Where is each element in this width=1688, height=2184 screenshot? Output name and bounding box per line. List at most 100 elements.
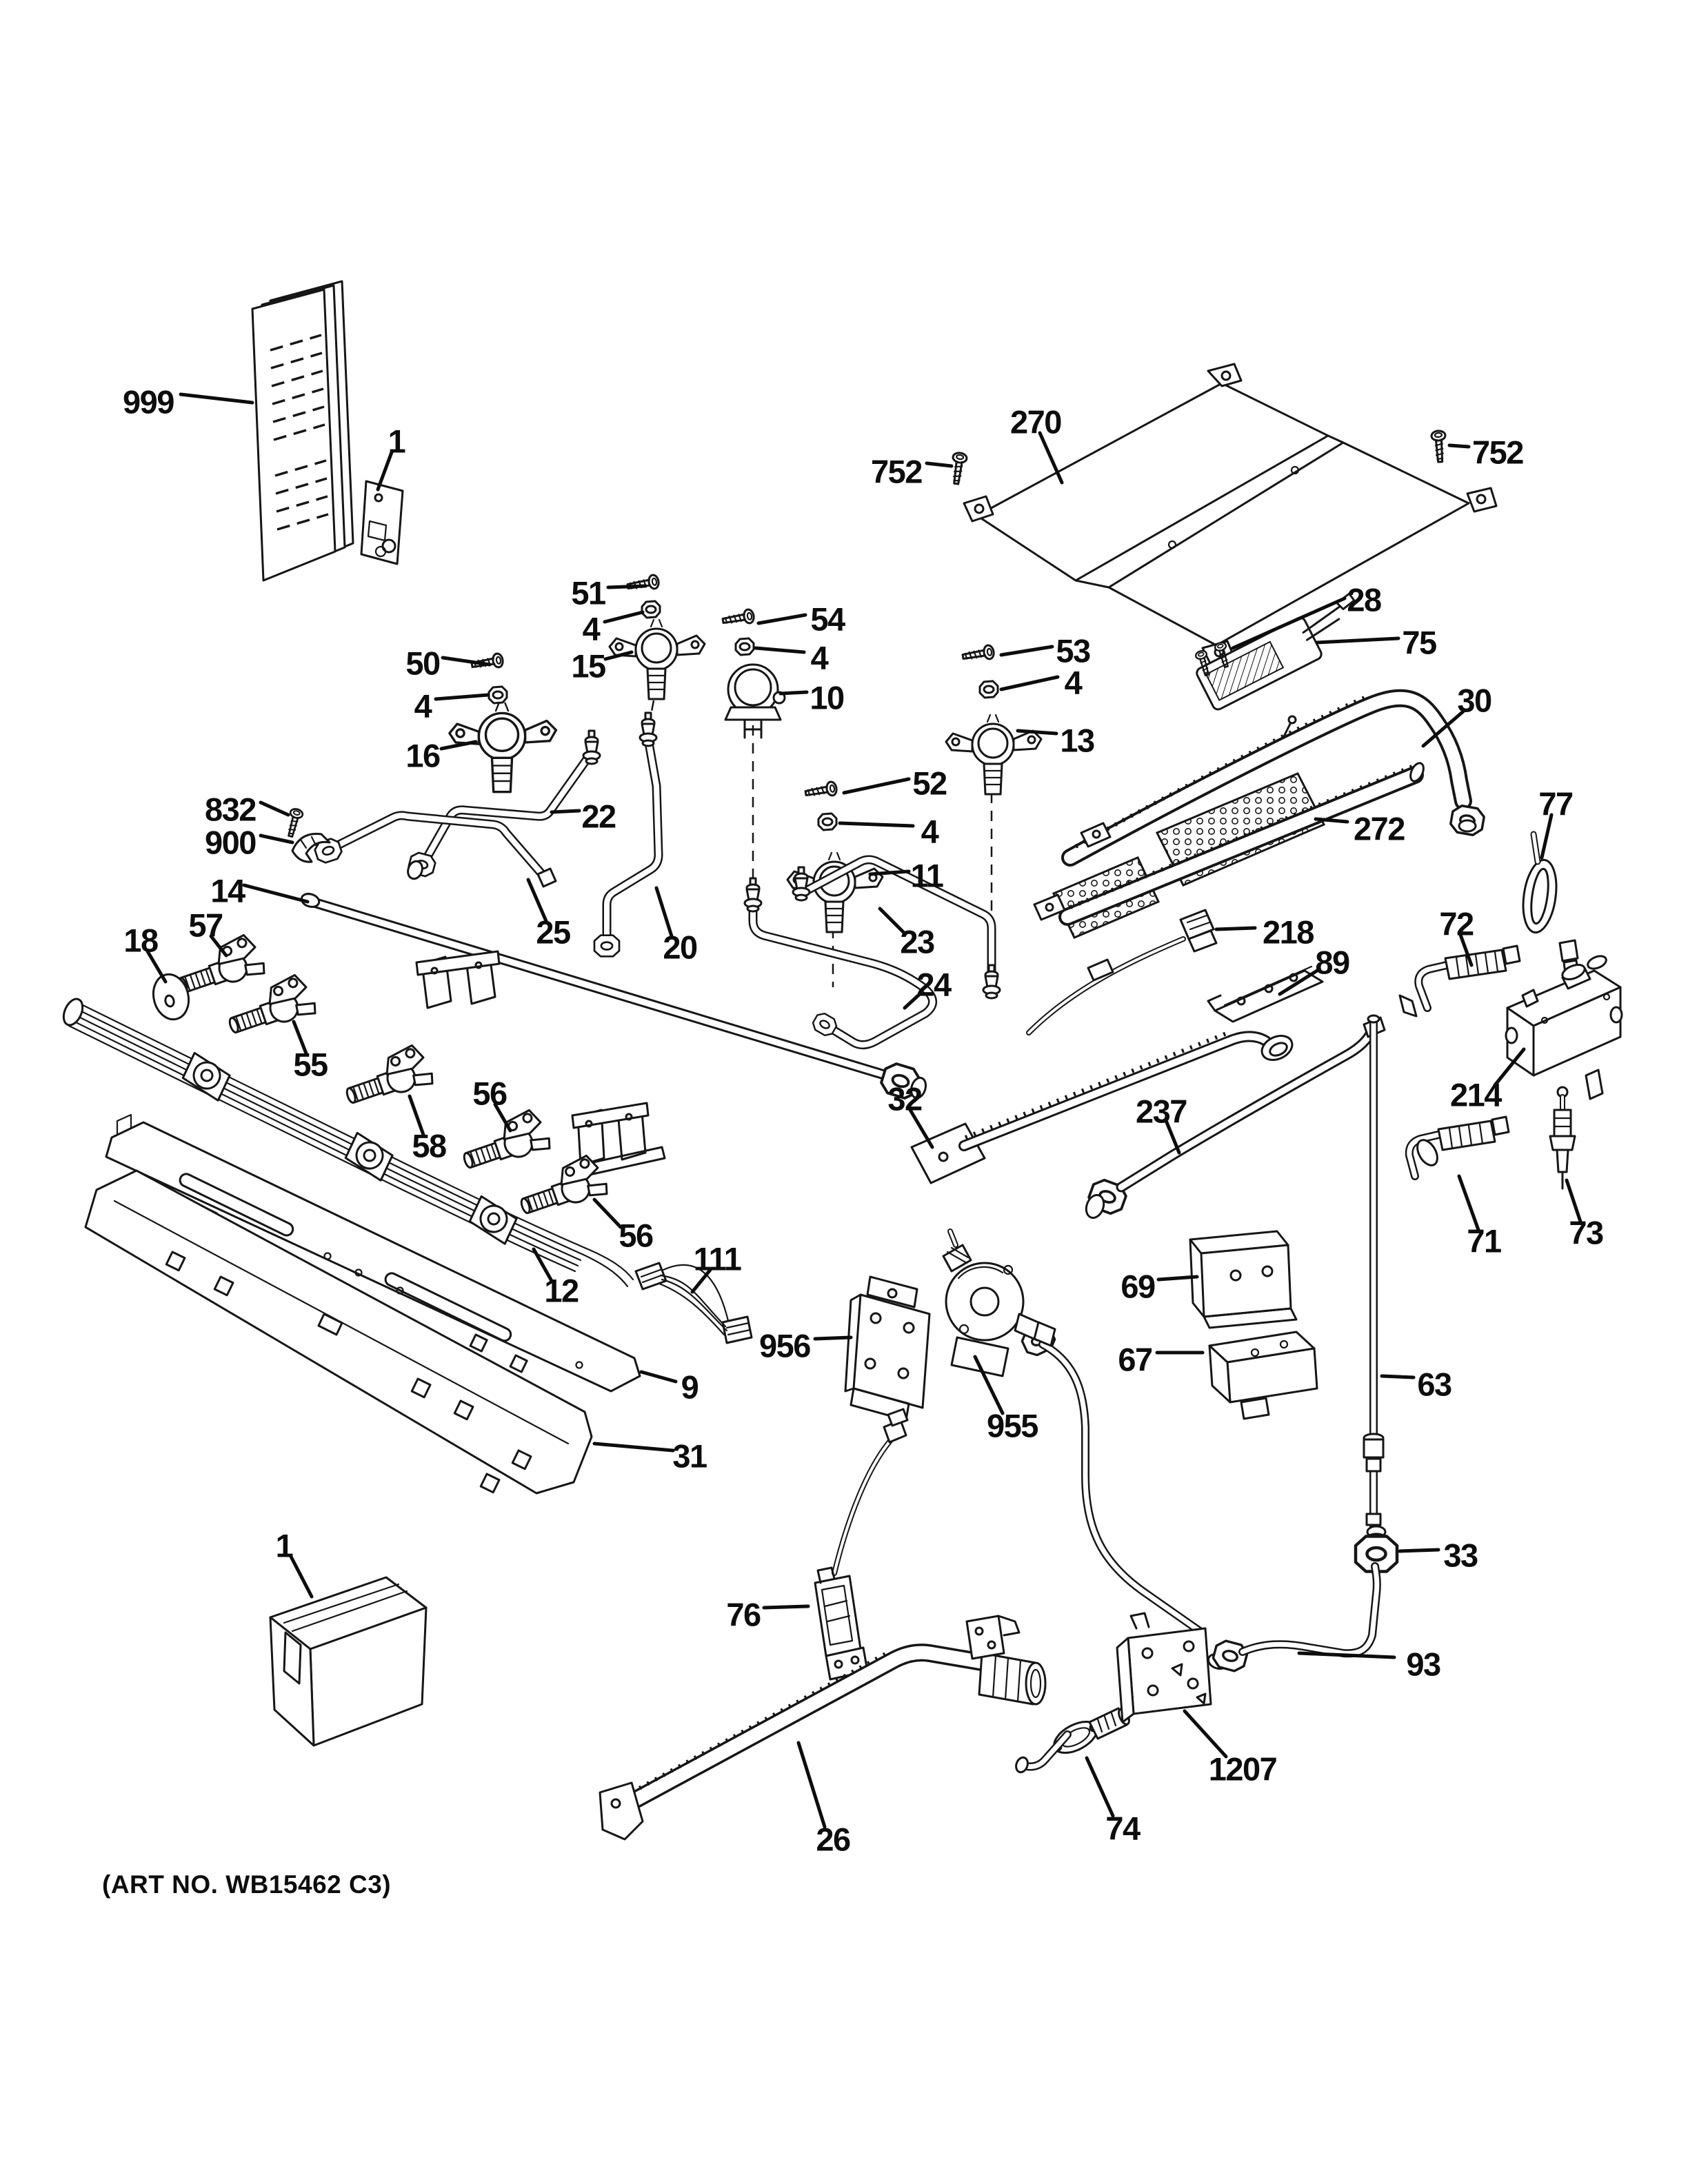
literature-box-1 [269, 1576, 428, 1747]
leader-line [242, 883, 310, 904]
part-callout-4-10: 4 [414, 688, 490, 725]
part-number-label: 15 [571, 648, 605, 685]
nut-4-c [488, 685, 508, 705]
part-callout-30-19: 30 [1421, 682, 1492, 748]
burner-box-base-panel-31 [84, 1169, 593, 1495]
part-number-label: 56 [619, 1217, 653, 1254]
part-number-label: 13 [1060, 722, 1094, 759]
leader-line [813, 1335, 853, 1341]
part-callout-12-42: 12 [532, 1247, 579, 1309]
pressure-regulator-955 [942, 1228, 1056, 1377]
oven-burner-rail-32 [910, 1029, 1294, 1184]
part-callout-28-17: 28 [1231, 582, 1382, 650]
flare-nut-33 [1356, 1525, 1397, 1572]
part-number-label: 752 [871, 454, 922, 490]
leader-line [1457, 1174, 1480, 1232]
oven-tube-93 [1207, 1562, 1381, 1675]
part-number-label: 9 [681, 1369, 699, 1406]
screw-51 [625, 573, 661, 594]
part-number-label: 55 [293, 1046, 328, 1083]
part-callout-4-15: 4 [999, 665, 1083, 701]
burner-valve-13 [945, 714, 1043, 796]
bracket-69 [1189, 1230, 1298, 1329]
part-number-label: 53 [1056, 633, 1090, 669]
screw-52 [803, 780, 839, 801]
part-callout-1-1: 1 [376, 423, 406, 492]
burner-valve-16 [448, 702, 558, 793]
part-number-label: 18 [123, 922, 158, 959]
leader-line [606, 584, 647, 589]
part-number-label: 16 [405, 738, 440, 774]
part-callout-272-23: 272 [1314, 811, 1406, 847]
leader-line [493, 1102, 512, 1133]
part-callout-54-7: 54 [756, 601, 846, 638]
part-callout-14-27: 14 [210, 873, 310, 909]
part-number-label: 955 [987, 1408, 1038, 1444]
part-callout-23-33: 23 [878, 907, 935, 960]
leader-line [259, 833, 294, 845]
burner-tube-22 [406, 729, 601, 880]
heat-shield-disc-18 [152, 973, 190, 1021]
part-number-label: 52 [912, 765, 947, 802]
part-callout-1207-60: 1207 [1183, 1709, 1278, 1788]
part-number-label: 270 [1010, 404, 1061, 441]
nut-4-d [978, 680, 999, 699]
part-callout-214-46: 214 [1450, 1047, 1526, 1113]
manifold-pipe-14 [300, 893, 927, 1102]
part-number-label: 1 [276, 1528, 293, 1564]
regulator-bracket-956 [844, 1275, 931, 1422]
burner-tube-25 [312, 811, 557, 888]
manifold-pipe-assembly-12 [62, 998, 634, 1288]
orifice-holder-74 [1015, 1707, 1130, 1774]
part-number-label: 4 [414, 688, 432, 725]
leader-line [1398, 1548, 1440, 1553]
leader-line [1016, 729, 1058, 736]
part-callout-93-59: 93 [1297, 1646, 1441, 1683]
gas-valve-58 [337, 1041, 436, 1112]
part-callout-75-18: 75 [1315, 625, 1437, 661]
leader-line [1540, 813, 1554, 860]
leader-line [376, 450, 394, 492]
part-number-label: 111 [694, 1241, 741, 1277]
part-callout-56-39: 56 [472, 1075, 512, 1133]
part-callout-63-55: 63 [1380, 1366, 1452, 1403]
part-callout-77-24: 77 [1538, 786, 1574, 860]
part-number-label: 89 [1315, 944, 1349, 981]
part-callout-25-31: 25 [526, 878, 571, 951]
leader-line [179, 392, 254, 405]
leader-line [434, 693, 490, 701]
regulator-outlet-tube [1018, 1321, 1204, 1635]
screw-53 [961, 643, 996, 665]
leader-line [1421, 709, 1465, 748]
part-callout-15-11: 15 [571, 648, 634, 685]
leader-line [999, 645, 1054, 657]
part-callout-752-2: 752 [871, 454, 954, 490]
leader-line [439, 740, 478, 751]
leader-line [603, 610, 645, 624]
leader-line [1278, 969, 1319, 996]
part-callout-1-57: 1 [276, 1528, 314, 1599]
leader-line [145, 949, 168, 984]
burner-tube-24 [743, 877, 937, 1049]
part-callout-16-13: 16 [405, 738, 478, 774]
part-number-label: 69 [1121, 1268, 1155, 1305]
part-callout-76-58: 76 [726, 1597, 810, 1633]
leader-line [1165, 1120, 1181, 1155]
flame-switch-76 [814, 1408, 909, 1681]
leader-line [1565, 1178, 1582, 1224]
part-callout-69-53: 69 [1121, 1268, 1199, 1305]
part-callout-237-45: 237 [1136, 1093, 1188, 1155]
part-callout-218-35: 218 [1214, 914, 1315, 951]
part-callout-58-40: 58 [408, 1094, 447, 1164]
part-number-label: 11 [911, 858, 943, 894]
part-number-label: 32 [887, 1081, 922, 1118]
part-number-label: 31 [672, 1438, 707, 1475]
part-callout-13-16: 13 [1016, 722, 1095, 759]
bake-burner-supply-tube-30 [1061, 689, 1487, 867]
leader-line [292, 1020, 308, 1055]
part-callout-752-4: 752 [1447, 434, 1525, 471]
part-number-label: 1207 [1209, 1751, 1277, 1788]
pressure-regulator-pipe-63 [1363, 1014, 1385, 1533]
